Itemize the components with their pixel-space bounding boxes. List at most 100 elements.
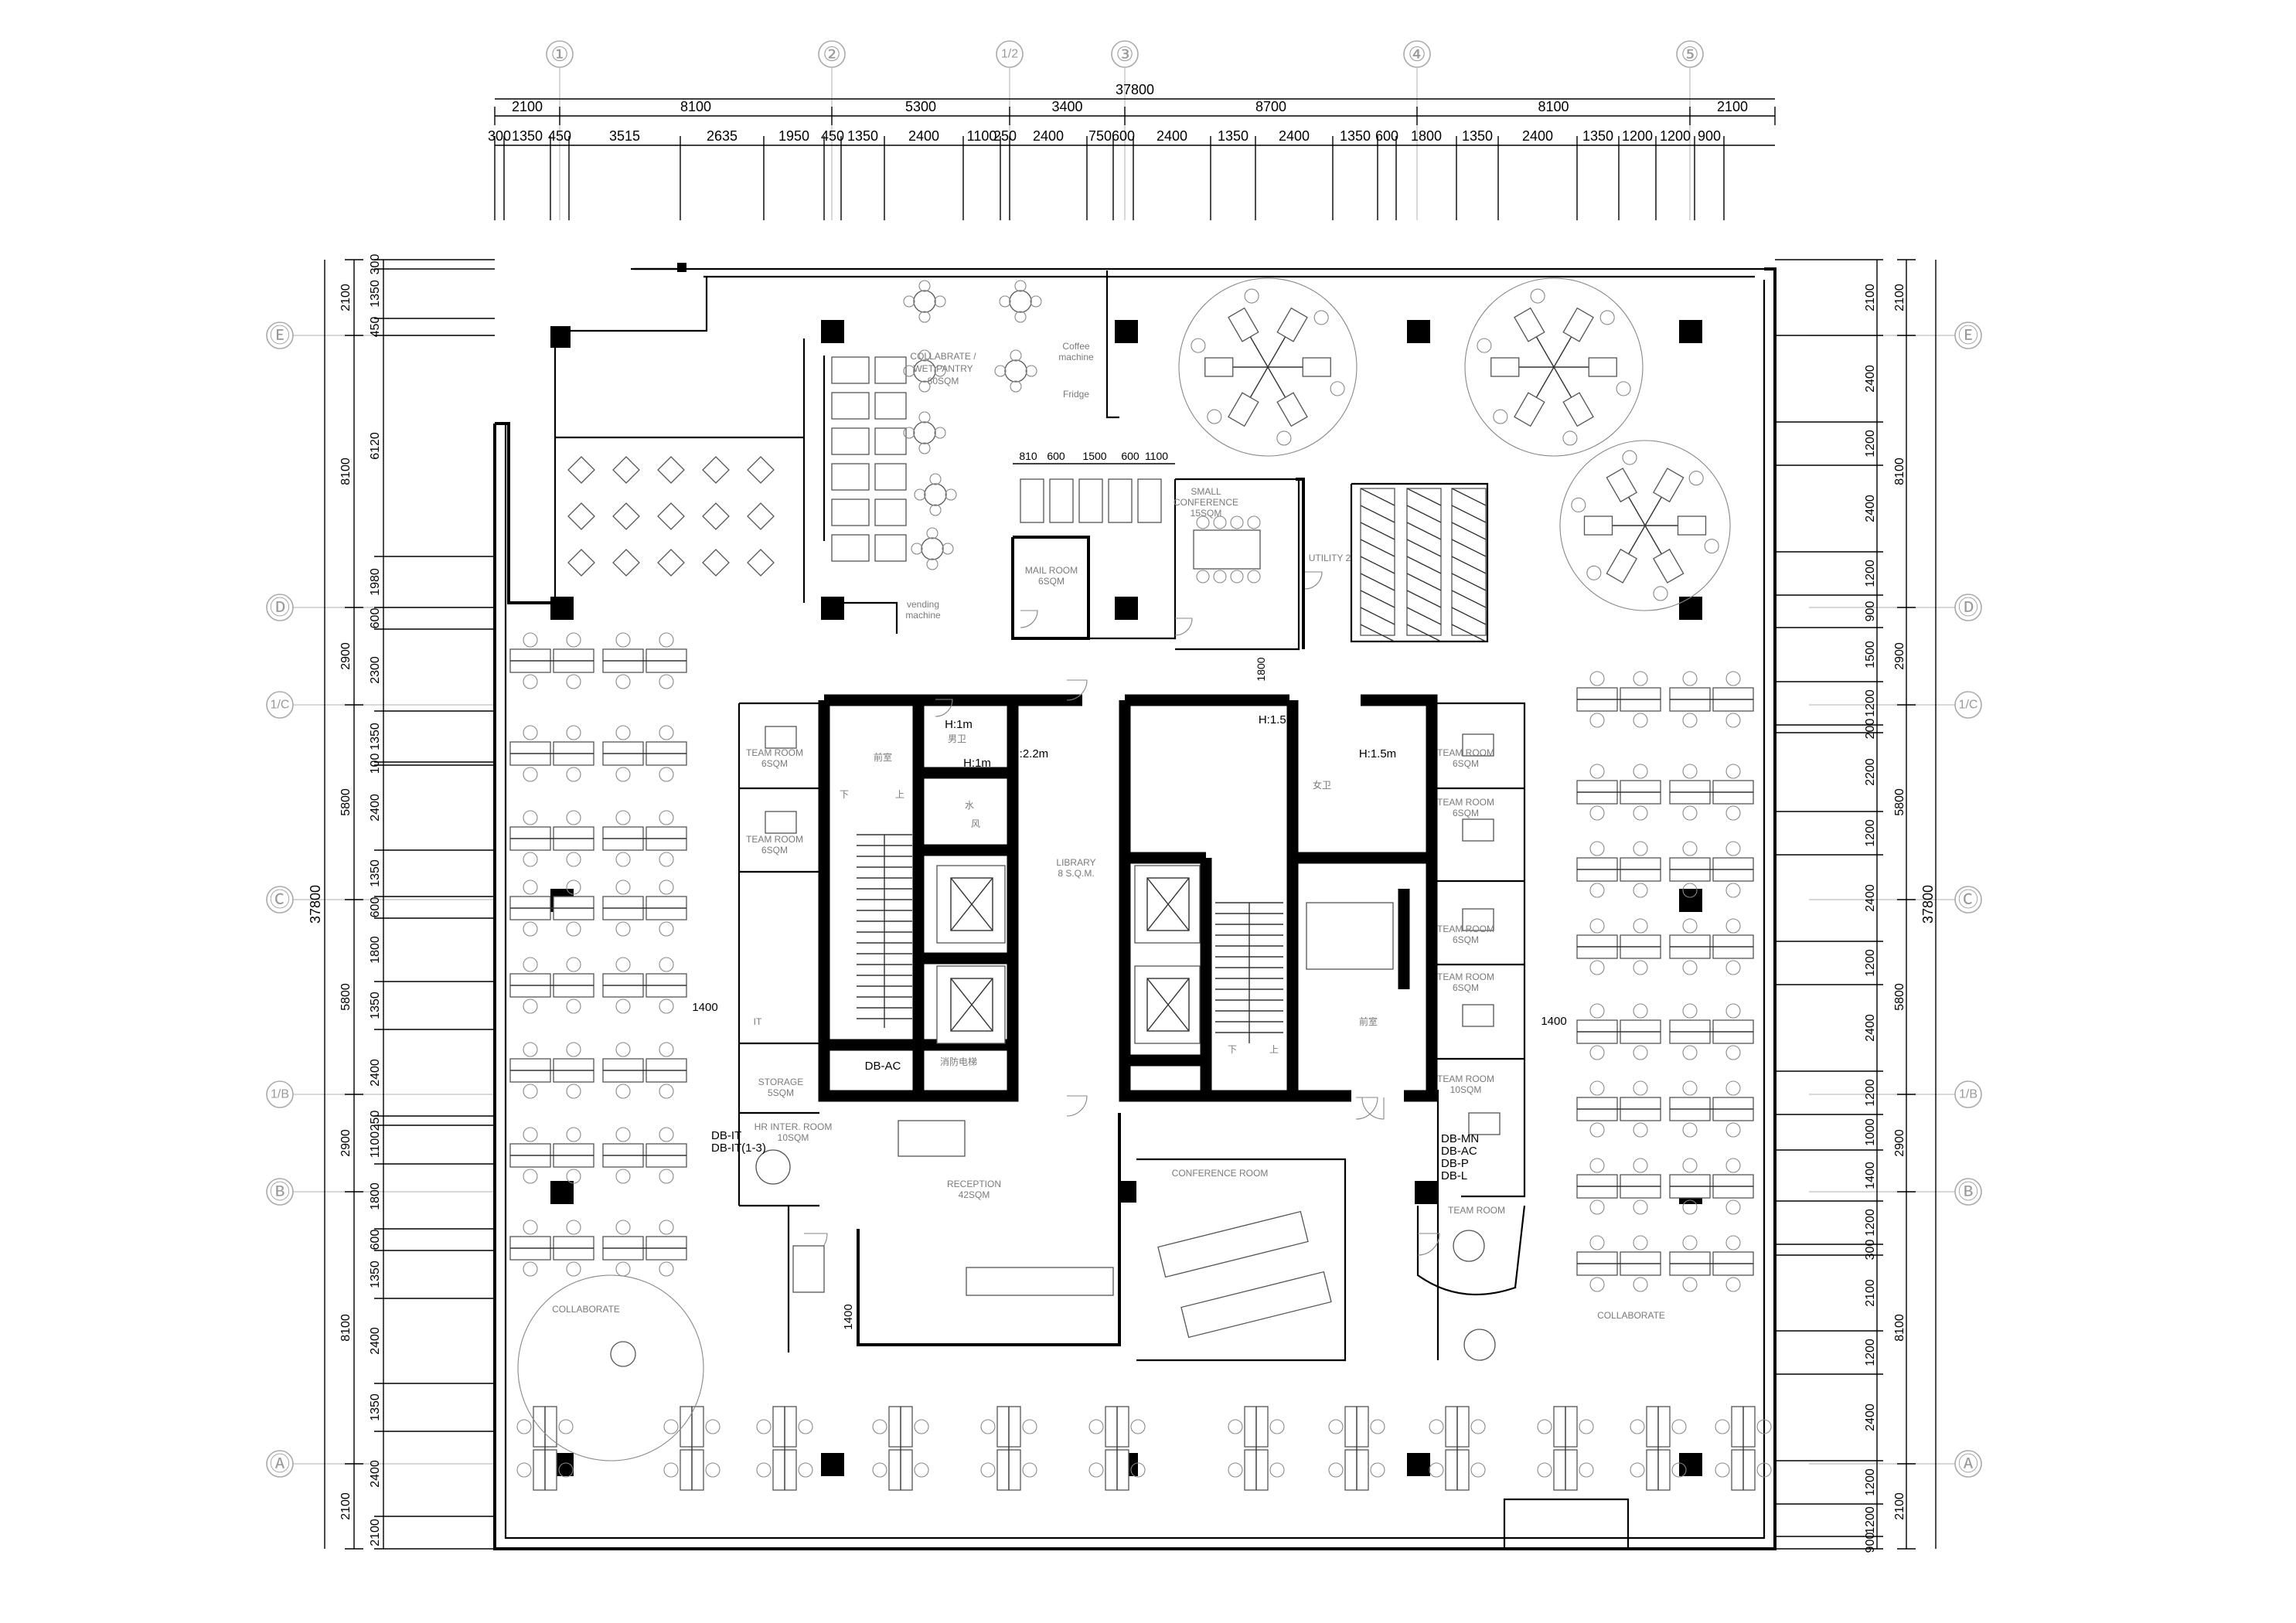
dim-inner-1400-b: 1400 bbox=[1541, 1015, 1566, 1028]
label-collaborate-left: COLLABORATE bbox=[552, 1304, 620, 1315]
grid-bubbles-left: Ⓔ Ⓓ 1/C Ⓒ 1/B Ⓑ Ⓐ bbox=[266, 322, 294, 1478]
round-pods bbox=[1178, 277, 1731, 611]
dim-label: 100 bbox=[369, 754, 382, 774]
dim-label: 1800 bbox=[369, 936, 382, 964]
dim-label: 900 bbox=[1864, 1533, 1877, 1553]
dim-label: 2900 bbox=[339, 642, 353, 670]
column bbox=[1679, 320, 1702, 343]
label-core-down-1: 下 bbox=[840, 789, 849, 800]
label-team-room-2a: TEAM ROOM bbox=[746, 834, 803, 845]
dim-label: 1200 bbox=[1660, 128, 1691, 144]
dim-label: 2200 bbox=[1864, 758, 1877, 786]
column bbox=[1115, 320, 1138, 343]
dim-mail-600a: 600 bbox=[1047, 450, 1065, 462]
building-core bbox=[818, 694, 1438, 1102]
grid-label-col-1-2: 1/2 bbox=[1001, 48, 1018, 61]
dim-label: 1350 bbox=[369, 1261, 382, 1288]
column bbox=[1415, 1181, 1438, 1204]
dim-label: 1350 bbox=[369, 723, 382, 750]
label-coffee-1: Coffee bbox=[1062, 341, 1089, 352]
dim-label: 1200 bbox=[1864, 819, 1877, 847]
label-small-conf-3: 15SQM bbox=[1191, 508, 1222, 519]
label-db-p: DB-P bbox=[1441, 1157, 1469, 1170]
dim-label: 3400 bbox=[1051, 99, 1082, 114]
grid-label-row-1-b-right: 1/B bbox=[1959, 1088, 1977, 1101]
dim-label: 1500 bbox=[1864, 641, 1877, 669]
dim-right-overall: 37800 bbox=[1920, 885, 1936, 924]
label-team-room-r2a: TEAM ROOM bbox=[1437, 797, 1494, 808]
dim-label: 900 bbox=[1698, 128, 1721, 144]
label-core-lobby-left: 前室 bbox=[874, 751, 892, 763]
dim-label: 1100 bbox=[967, 128, 997, 144]
label-team-room-r4b: 6SQM bbox=[1453, 982, 1479, 993]
label-hr-room-2: 10SQM bbox=[778, 1132, 809, 1143]
label-core-lobby-right: 前室 bbox=[1359, 1016, 1378, 1027]
label-reception-2: 42SQM bbox=[959, 1189, 990, 1200]
column bbox=[1407, 1453, 1430, 1476]
service-elevator bbox=[1306, 902, 1394, 970]
tables-chairs bbox=[517, 280, 1501, 1461]
column bbox=[550, 1181, 574, 1204]
dim-label: 1980 bbox=[369, 568, 382, 596]
dim-label: 1200 bbox=[1864, 949, 1877, 977]
dim-label: 1000 bbox=[1864, 1118, 1877, 1146]
dim-label: 1350 bbox=[1582, 128, 1613, 144]
dim-label: 2400 bbox=[369, 1059, 382, 1087]
dim-label: 200 bbox=[1864, 719, 1877, 740]
dim-label: 6120 bbox=[369, 432, 382, 460]
dim-label: 2100 bbox=[1864, 1279, 1877, 1307]
column bbox=[1679, 597, 1702, 620]
dim-label: 2635 bbox=[707, 128, 738, 144]
label-storage-1: STORAGE bbox=[758, 1077, 803, 1087]
label-team-room-r3b: 6SQM bbox=[1453, 934, 1479, 945]
label-hr-room-1: HR INTER. ROOM bbox=[755, 1121, 833, 1132]
dim-left-level2: 3001350450612019806002300135010024001350… bbox=[369, 254, 495, 1550]
grid-label-row-e-right: Ⓔ bbox=[1958, 324, 1978, 347]
elevator-2 bbox=[936, 965, 1006, 1044]
dim-label: 8100 bbox=[339, 1314, 353, 1342]
dim-inner-1400-c: 1400 bbox=[842, 1304, 855, 1329]
dim-label: 600 bbox=[369, 1230, 382, 1250]
dim-label: 1200 bbox=[1864, 1339, 1877, 1366]
grid-label-row-a-right: Ⓐ bbox=[1958, 1452, 1978, 1475]
dim-label: 1200 bbox=[1864, 1079, 1877, 1107]
dim-label: 300 bbox=[369, 254, 382, 275]
dim-label: 8100 bbox=[1538, 99, 1569, 114]
label-db-it-1: DB-IT bbox=[711, 1129, 741, 1142]
dim-label: 2100 bbox=[1864, 284, 1877, 311]
column bbox=[1119, 1181, 1136, 1203]
dim-label: 2100 bbox=[1893, 284, 1906, 311]
dim-label: 8100 bbox=[1893, 458, 1906, 485]
label-team-room-r2b: 6SQM bbox=[1453, 808, 1479, 818]
dim-label: 1950 bbox=[778, 128, 809, 144]
grid-label-row-d: Ⓓ bbox=[270, 596, 290, 619]
label-h-1m-b: H:1m bbox=[963, 757, 991, 770]
label-fridge: Fridge bbox=[1063, 389, 1089, 400]
grid-label-row-1-b: 1/B bbox=[271, 1088, 289, 1101]
label-core-womens: 女卫 bbox=[1313, 779, 1331, 791]
dim-label: 1100 bbox=[369, 1131, 382, 1159]
column bbox=[677, 263, 686, 272]
dim-label: 1200 bbox=[1864, 560, 1877, 587]
label-h-2-2m: H:2.2m bbox=[1011, 747, 1048, 760]
label-core-wind: 风 bbox=[971, 818, 980, 829]
dim-label: 1350 bbox=[369, 992, 382, 1019]
grid-label-row-a: Ⓐ bbox=[270, 1452, 290, 1475]
dim-label: 1200 bbox=[1864, 689, 1877, 717]
dim-label: 2100 bbox=[339, 284, 353, 311]
exterior-walls bbox=[493, 267, 1777, 1550]
dim-top-overall: 37800 bbox=[1116, 82, 1154, 97]
dim-label: 300 bbox=[1864, 1240, 1877, 1261]
grid-label-row-b: Ⓑ bbox=[270, 1180, 290, 1203]
column bbox=[550, 597, 574, 620]
dim-label: 2900 bbox=[1893, 642, 1906, 670]
label-reception-1: RECEPTION bbox=[947, 1179, 1001, 1189]
label-core-up-1: 上 bbox=[895, 789, 904, 800]
label-core-water: 水 bbox=[965, 800, 974, 811]
dim-label: 600 bbox=[369, 608, 382, 629]
dim-left-overall: 37800 bbox=[308, 885, 323, 924]
dim-label: 1350 bbox=[369, 1393, 382, 1421]
